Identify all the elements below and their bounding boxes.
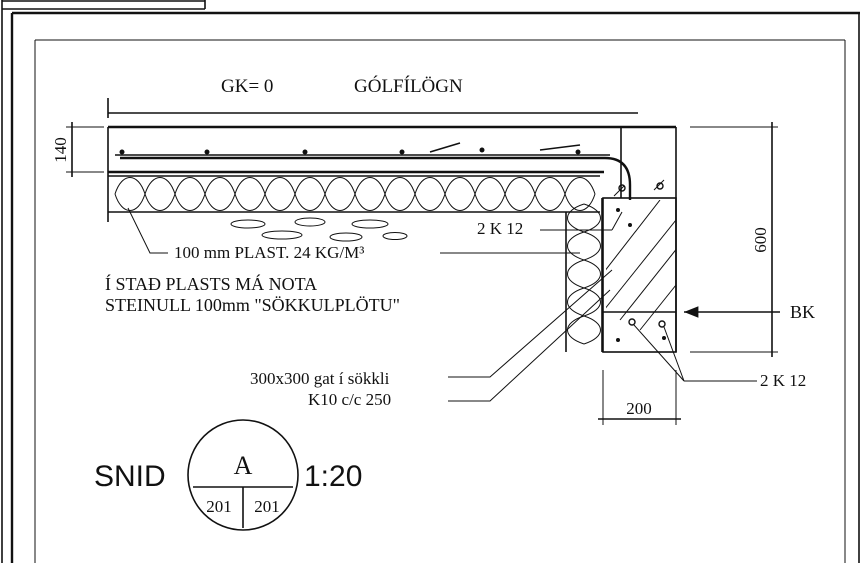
insulation-note: Í STAÐ PLASTS MÁ NOTA STEINULL 100mm "SÖ… xyxy=(105,273,400,315)
rebar-callout-lower: 2 K 12 xyxy=(633,324,806,390)
k10-callout: K10 c/c 250 xyxy=(308,289,611,409)
sheet-ref-right: 201 xyxy=(254,497,280,516)
hole-callout: 300x300 gat í sökkli xyxy=(250,269,613,388)
section-bubble xyxy=(187,419,299,531)
dimension-200: 200 xyxy=(598,370,681,425)
rebar-lower-text: 2 K 12 xyxy=(760,371,806,390)
dimension-140: 140 xyxy=(51,122,104,177)
dim-140-text: 140 xyxy=(51,137,70,163)
note-line2: STEINULL 100mm "SÖKKULPLÖTU" xyxy=(105,295,400,315)
dim-600-text: 600 xyxy=(751,227,770,253)
insulation-vertical xyxy=(565,198,603,352)
plast-callout: 100 mm PLAST. 24 KG/M³ xyxy=(127,207,580,262)
dim-200-text: 200 xyxy=(626,399,652,418)
hole-text: 300x300 gat í sökkli xyxy=(250,369,390,388)
snid-text: SNID xyxy=(94,460,166,493)
section-letter: A xyxy=(234,451,253,480)
bk-marker: BK xyxy=(684,302,815,322)
bk-text: BK xyxy=(790,302,815,322)
golflogn-label: GÓLFÍLÖGN xyxy=(354,75,463,97)
scale-text: 1:20 xyxy=(304,460,362,493)
gk-label: GK= 0 xyxy=(221,76,273,97)
sheet-ref-left: 201 xyxy=(206,497,232,516)
rebar-upper-text: 2 K 12 xyxy=(477,219,523,238)
k10-text: K10 c/c 250 xyxy=(308,390,391,409)
section-title: SNID A 201 201 1:20 xyxy=(94,419,362,531)
rebar-callout-upper: 2 K 12 xyxy=(477,211,623,238)
fill-pebbles xyxy=(230,217,408,242)
slab-rebar xyxy=(115,142,632,200)
floor-covering xyxy=(107,98,638,118)
plast-text: 100 mm PLAST. 24 KG/M³ xyxy=(174,243,364,262)
dimension-600: 600 xyxy=(690,122,778,357)
insulation-horizontal xyxy=(108,175,600,213)
note-line1: Í STAÐ PLASTS MÁ NOTA xyxy=(105,273,317,294)
foundation-wall xyxy=(602,179,677,353)
